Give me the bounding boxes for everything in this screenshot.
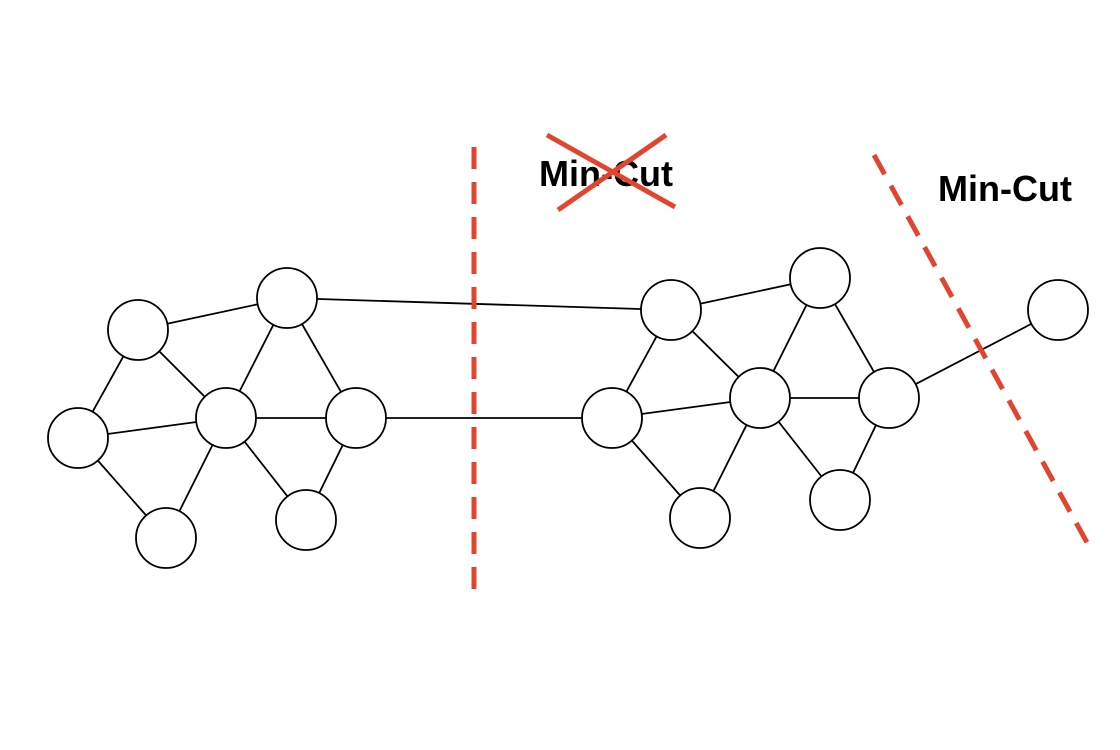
graph-node: [858, 367, 920, 429]
graph-node: [135, 507, 197, 569]
graph-node: [47, 407, 109, 469]
graph-node: [729, 367, 791, 429]
graph-node: [195, 387, 257, 449]
graph-node: [581, 387, 643, 449]
graph-node: [107, 299, 169, 361]
rejected-cut-label: Min-Cut: [539, 153, 673, 194]
min-cut-line: [871, 153, 1093, 550]
bridge-edge: [888, 309, 1059, 399]
graph-node: [809, 469, 871, 531]
graph-node: [256, 267, 318, 329]
graph-node: [325, 387, 387, 449]
bridge-edge: [286, 297, 672, 311]
cross-stroke: [556, 132, 668, 213]
min-cut-label: Min-Cut: [938, 168, 1072, 209]
x-mark-icon: [545, 132, 677, 213]
nodes: [47, 247, 1089, 569]
graph-node: [669, 487, 731, 549]
graph-node: [640, 279, 702, 341]
graph-node: [789, 247, 851, 309]
graph-node: [1027, 279, 1089, 341]
graph-node: [275, 489, 337, 551]
